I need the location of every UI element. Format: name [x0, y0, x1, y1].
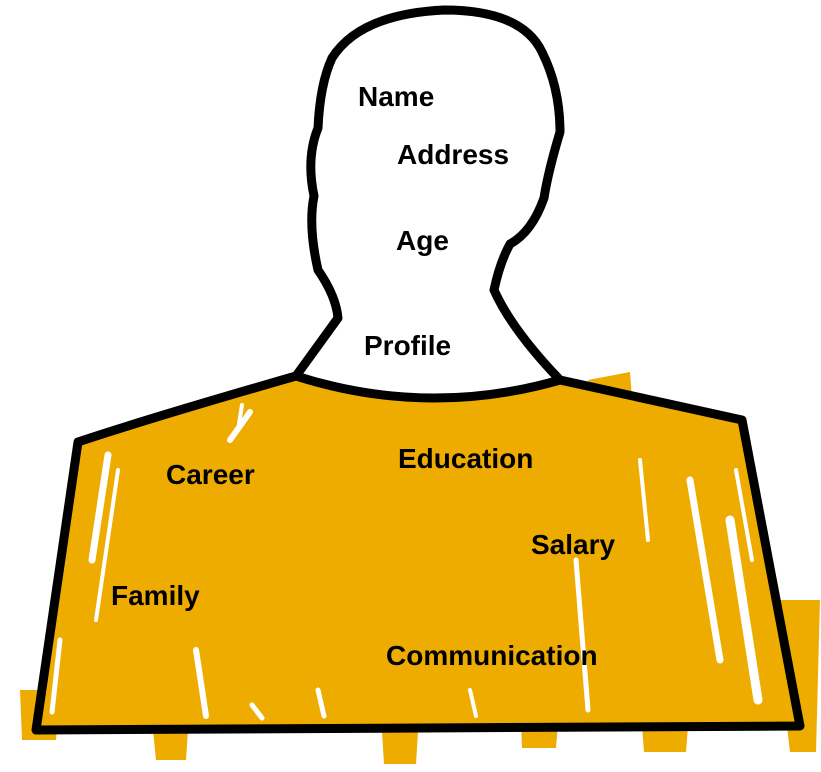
name-label: Name — [358, 81, 435, 112]
profile-label: Profile — [364, 330, 452, 361]
address-label: Address — [397, 139, 510, 170]
communication-label: Communication — [386, 640, 598, 671]
salary-label: Salary — [531, 529, 616, 560]
family-label: Family — [111, 580, 200, 611]
scribble-gaps — [49, 403, 763, 721]
silhouette-outline — [31, 5, 805, 735]
age-label: Age — [396, 225, 449, 256]
career-label: Career — [166, 459, 255, 490]
torso-scribble-fill — [20, 372, 820, 764]
education-label: Education — [398, 443, 534, 474]
